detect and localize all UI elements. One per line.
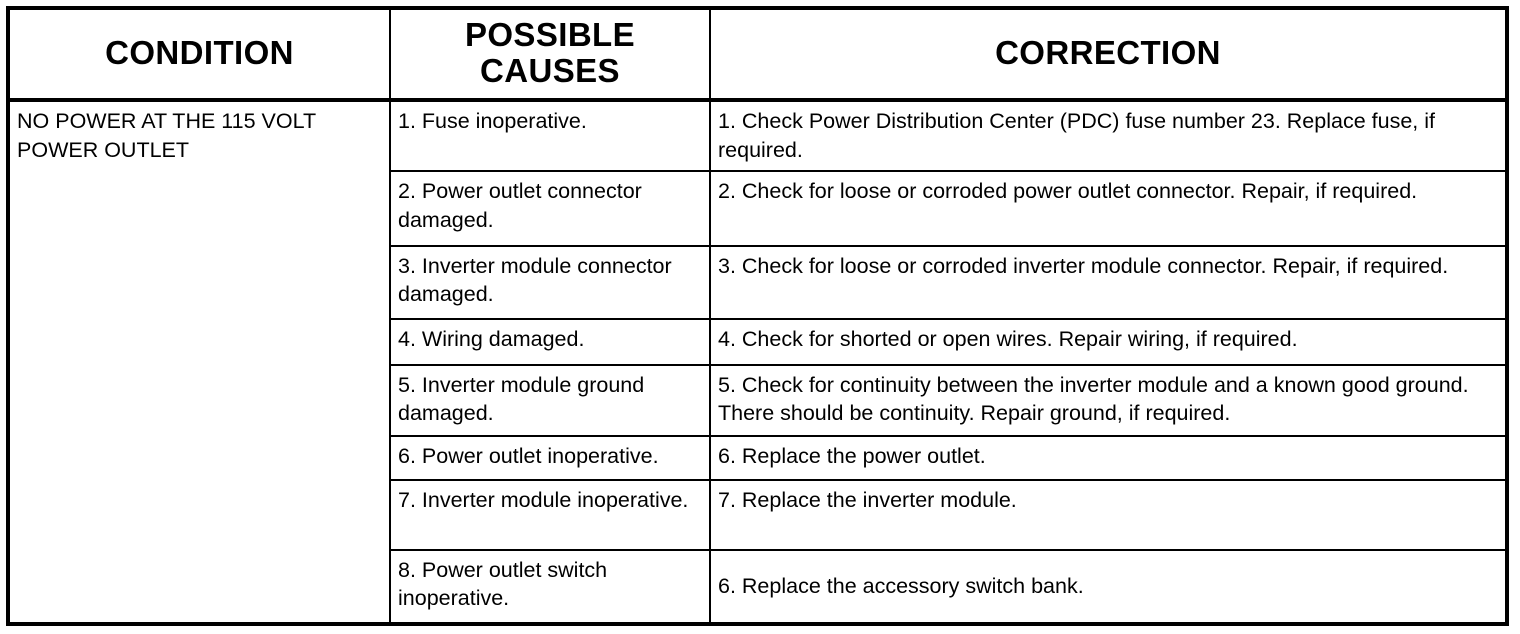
- column-header-possible-causes: POSSIBLE CAUSES: [390, 8, 711, 102]
- correction-cell: 7. Replace the inverter module.: [710, 479, 1507, 551]
- condition-cell: NO POWER AT THE 115 VOLT POWER OUTLET: [8, 100, 391, 624]
- cause-cell: 3. Inverter module connector damaged.: [390, 245, 711, 320]
- cause-cell: 6. Power outlet inoperative.: [390, 435, 711, 481]
- table-row: 6. Power outlet inoperative. 6. Replace …: [8, 435, 1507, 481]
- correction-cell: 6. Replace the power outlet.: [710, 435, 1507, 481]
- correction-cell: 2. Check for loose or corroded power out…: [710, 171, 1507, 247]
- correction-cell: 1. Check Power Distribution Center (PDC)…: [710, 100, 1507, 173]
- diagnostic-table: CONDITION POSSIBLE CAUSES CORRECTION NO …: [6, 6, 1509, 626]
- cause-cell: 2. Power outlet connector damaged.: [390, 171, 711, 247]
- table-row: 5. Inverter module ground damaged. 5. Ch…: [8, 364, 1507, 437]
- table-body: NO POWER AT THE 115 VOLT POWER OUTLET 1.…: [8, 100, 1507, 624]
- table-row: 7. Inverter module inoperative. 7. Repla…: [8, 479, 1507, 551]
- correction-cell: 3. Check for loose or corroded inverter …: [710, 245, 1507, 320]
- table-row: 4. Wiring damaged. 4. Check for shorted …: [8, 318, 1507, 366]
- cause-cell: 4. Wiring damaged.: [390, 318, 711, 366]
- correction-cell: 5. Check for continuity between the inve…: [710, 364, 1507, 437]
- correction-cell: 4. Check for shorted or open wires. Repa…: [710, 318, 1507, 366]
- cause-cell: 8. Power outlet switch inoperative.: [390, 549, 711, 624]
- table-row: 2. Power outlet connector damaged. 2. Ch…: [8, 171, 1507, 247]
- correction-cell: 6. Replace the accessory switch bank.: [718, 574, 1084, 599]
- cause-cell: 1. Fuse inoperative.: [390, 100, 711, 173]
- table-header: CONDITION POSSIBLE CAUSES CORRECTION: [8, 8, 1507, 102]
- table-row: 8. Power outlet switch inoperative. 6. R…: [8, 549, 1507, 624]
- column-header-condition: CONDITION: [8, 8, 391, 102]
- cause-cell: 7. Inverter module inoperative.: [390, 479, 711, 551]
- cause-cell: 5. Inverter module ground damaged.: [390, 364, 711, 437]
- table-row: 3. Inverter module connector damaged. 3.…: [8, 245, 1507, 320]
- table-row: NO POWER AT THE 115 VOLT POWER OUTLET 1.…: [8, 100, 1507, 624]
- header-row: CONDITION POSSIBLE CAUSES CORRECTION: [8, 8, 1507, 102]
- column-header-correction: CORRECTION: [710, 8, 1507, 102]
